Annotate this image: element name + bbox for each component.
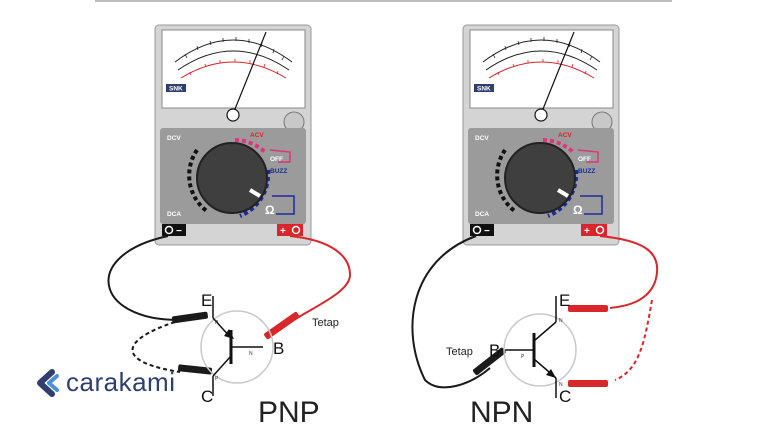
scale-arc-ac — [488, 61, 595, 79]
red-lead-wire-right — [599, 235, 659, 309]
scale-arc-ac — [180, 61, 287, 79]
com-terminal-sign: − — [176, 226, 182, 237]
black-probe-base — [472, 347, 506, 376]
rotary-selector-knob[interactable] — [504, 142, 576, 214]
npn-lead-note: Tetap — [446, 346, 473, 358]
black-lead-wire-right — [411, 235, 491, 389]
pnp-transistor-circle — [200, 310, 274, 384]
off-label: OFF — [578, 156, 591, 163]
multimeter-left: SNK DCV ACV OFF BUZZ DCA Ω − + — [154, 24, 312, 246]
npn-emitter-arrow — [546, 369, 556, 378]
pos-terminal-sign: + — [280, 226, 286, 237]
black-lead-dashed-left — [131, 321, 181, 373]
pnp-label: PNP — [258, 396, 320, 429]
pnp-emitter-arrow — [224, 329, 234, 339]
npn-region-p: P — [521, 354, 525, 360]
range-arc-acv — [234, 138, 267, 154]
com-terminal-sign: − — [484, 226, 490, 237]
scale-arc-ohm — [174, 39, 293, 63]
pnp-region-n: N — [249, 351, 253, 357]
black-probe-collector — [177, 364, 213, 375]
red-lead-dashed-right — [614, 299, 653, 381]
red-probe-base — [264, 312, 300, 340]
brand-label: SNK — [169, 86, 183, 93]
selector-pointer — [556, 188, 570, 198]
ohm-label: Ω — [573, 203, 583, 217]
meter-needle — [540, 31, 575, 115]
brand-badge — [166, 84, 186, 92]
pnp-region-p-top: P — [215, 320, 219, 326]
npn-base-label: B — [489, 341, 500, 360]
buzz-label: BUZZ — [578, 168, 595, 175]
pnp-base-label: B — [273, 339, 284, 358]
pnp-collector-label: C — [201, 387, 213, 406]
dca-label: DCA — [475, 211, 489, 218]
npn-transistor-symbol: E B C N P N — [489, 291, 577, 406]
brand-label: SNK — [477, 86, 491, 93]
range-arc-dcv — [187, 148, 210, 214]
dcv-label: DCV — [167, 135, 181, 142]
watermark-text: carakami — [66, 367, 176, 397]
npn-emitter-label: E — [559, 291, 570, 310]
meter-display — [161, 29, 306, 109]
meter-needle — [232, 31, 267, 115]
carakami-logo-icon — [37, 369, 59, 397]
npn-collector-label: C — [559, 387, 571, 406]
scale-arc-ohm — [482, 39, 601, 63]
dcv-label: DCV — [475, 135, 489, 142]
npn-region-n-top: N — [559, 318, 563, 324]
npn-region-n-bottom: N — [559, 382, 563, 388]
black-lead-wire-left — [107, 235, 179, 321]
scale-arc-volt — [485, 50, 598, 71]
npn-transistor-circle — [503, 313, 577, 387]
ohm-label: Ω — [265, 203, 275, 217]
buzz-label: BUZZ — [270, 168, 287, 175]
pnp-transistor-symbol: E B C P N P — [200, 291, 284, 406]
pos-terminal-sign: + — [584, 226, 590, 237]
red-lead-wire-left — [279, 235, 352, 331]
pnp-region-p-bottom: P — [215, 376, 219, 382]
brand-badge — [474, 84, 494, 92]
needle-pivot — [534, 108, 548, 122]
pnp-lead-note: Tetap — [312, 317, 339, 329]
dca-label: DCA — [167, 211, 181, 218]
off-label: OFF — [270, 156, 283, 163]
multimeter-right: SNK DCV ACV OFF BUZZ DCA Ω − + — [462, 24, 620, 246]
black-probe-emitter — [171, 311, 208, 324]
rotary-selector-knob[interactable] — [196, 142, 268, 214]
selector-pointer — [248, 188, 262, 198]
red-probe-collector — [568, 380, 608, 387]
scale-arc-volt — [177, 50, 290, 71]
needle-pivot — [226, 108, 240, 122]
red-probe-emitter — [568, 305, 608, 312]
acv-label: ACV — [558, 132, 572, 139]
pnp-emitter-label: E — [201, 291, 212, 310]
npn-label: NPN — [470, 396, 533, 429]
meter-display — [469, 29, 614, 109]
acv-label: ACV — [250, 132, 264, 139]
